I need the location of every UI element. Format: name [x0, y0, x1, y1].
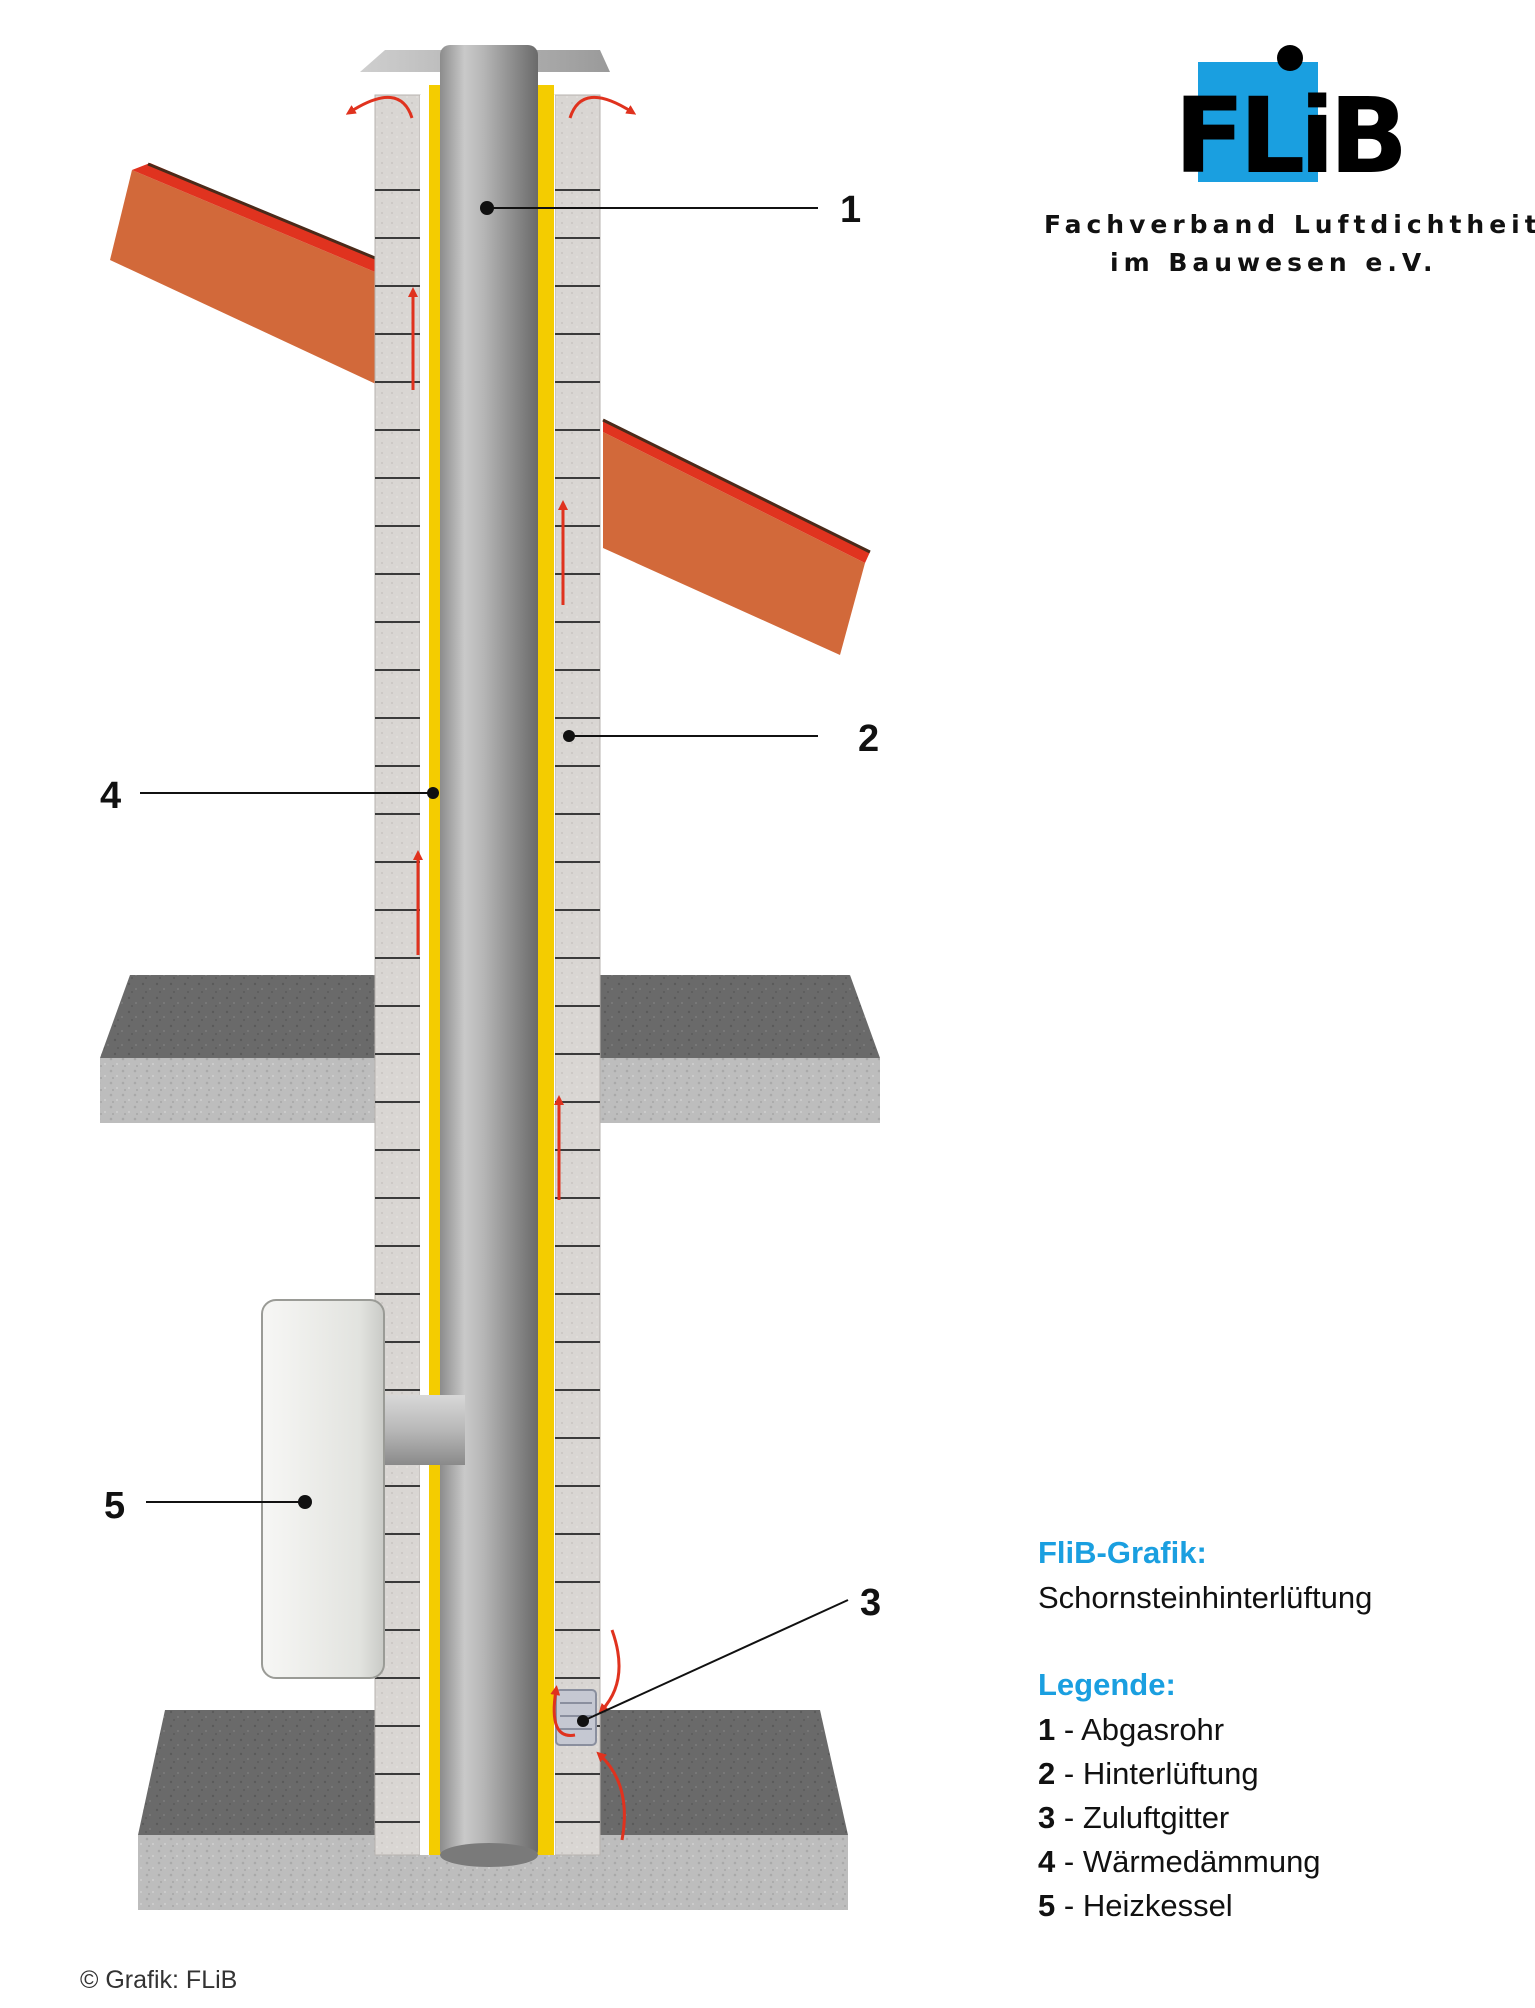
- legend-item-number: 1: [1038, 1712, 1055, 1747]
- legend-item-number: 4: [1038, 1844, 1056, 1879]
- legend-item-separator: -: [1055, 1756, 1083, 1791]
- callout-1-number: 1: [840, 189, 861, 231]
- airflow-arrow: [596, 1751, 626, 1841]
- copyright-notice: © Grafik: FLiB: [80, 1966, 237, 1994]
- legend-item-label: Abgasrohr: [1081, 1712, 1224, 1747]
- airflow-arrow: [568, 96, 637, 119]
- airflow-arrow: [550, 1685, 576, 1737]
- upper-floor-slab: [100, 975, 880, 1123]
- callout-2-number: 2: [858, 718, 879, 760]
- roof-right-tiles: [603, 432, 865, 655]
- legend-item: 2 - Hinterlüftung: [1038, 1756, 1259, 1791]
- caption-subtitle: Schornsteinhinterlüftung: [1038, 1580, 1372, 1615]
- legend-item-separator: -: [1055, 1712, 1081, 1747]
- logo-letters: FLiB: [1174, 75, 1402, 197]
- airflow-arrows: [345, 96, 637, 1841]
- flue-pipe: [440, 45, 538, 1867]
- callout-2-dot: [563, 730, 575, 742]
- roof-right-edge: [602, 418, 871, 554]
- legend-item-label: Zuluftgitter: [1083, 1800, 1229, 1835]
- callout-3-dot: [577, 1715, 589, 1727]
- legend-item: 1 - Abgasrohr: [1038, 1712, 1224, 1747]
- roof-right-top-strip: [603, 420, 870, 563]
- logo-line-2: im Bauwesen e.V.: [1110, 248, 1438, 277]
- ventilation-gap-left: [420, 95, 429, 1855]
- legend-item-separator: -: [1055, 1888, 1083, 1923]
- insulation-right: [537, 85, 554, 1855]
- airflow-arrow: [345, 96, 414, 119]
- callout-dots: [298, 201, 589, 1727]
- roof-left-edge: [147, 162, 376, 260]
- callout-4-dot: [427, 787, 439, 799]
- legend-list: 1 - Abgasrohr 2 - Hinterlüftung 3 - Zulu…: [1038, 1712, 1321, 1923]
- legend-item-label: Heizkessel: [1083, 1888, 1233, 1923]
- legend-item: 5 - Heizkessel: [1038, 1888, 1233, 1923]
- legend-item-number: 3: [1038, 1800, 1055, 1835]
- callout-4-number: 4: [100, 775, 121, 817]
- chimney-wall: [374, 94, 601, 1856]
- legend-item-number: 2: [1038, 1756, 1055, 1791]
- airflow-arrow: [598, 1629, 621, 1714]
- callout-3-leader: [584, 1599, 849, 1721]
- roof: [110, 162, 871, 655]
- legend-item-label: Hinterlüftung: [1083, 1756, 1259, 1791]
- legend-title: Legende:: [1038, 1667, 1176, 1702]
- air-inlet-grille: [555, 1689, 597, 1746]
- legend-item-label: Wärmedämmung: [1083, 1844, 1321, 1879]
- legend-item: 3 - Zuluftgitter: [1038, 1800, 1229, 1835]
- legend-item-separator: -: [1055, 1800, 1083, 1835]
- callout-3-number: 3: [860, 1582, 881, 1624]
- boiler-connector-pipe: [385, 1395, 465, 1465]
- logo-line-1: Fachverband Luftdichtheit: [1044, 210, 1535, 239]
- caption-title: FliB-Grafik:: [1038, 1535, 1207, 1570]
- legend-item-number: 5: [1038, 1888, 1055, 1923]
- boiler: [261, 1299, 465, 1679]
- callout-leaders: [140, 207, 849, 1721]
- logo-i-dot: [1277, 45, 1303, 71]
- legend-item: 4 - Wärmedämmung: [1038, 1844, 1321, 1879]
- chimney-wall-right: [554, 94, 601, 1856]
- legend-item-separator: -: [1055, 1844, 1083, 1879]
- flib-logo: FLiB Fachverband Luftdichtheit im Bauwes…: [1044, 45, 1535, 277]
- roof-left-top-strip: [132, 163, 375, 272]
- roof-left-tiles: [110, 170, 378, 385]
- callout-5-dot: [298, 1495, 312, 1509]
- callout-5-number: 5: [104, 1485, 125, 1527]
- callout-1-dot: [480, 201, 494, 215]
- logo-blue-block: [1198, 62, 1318, 182]
